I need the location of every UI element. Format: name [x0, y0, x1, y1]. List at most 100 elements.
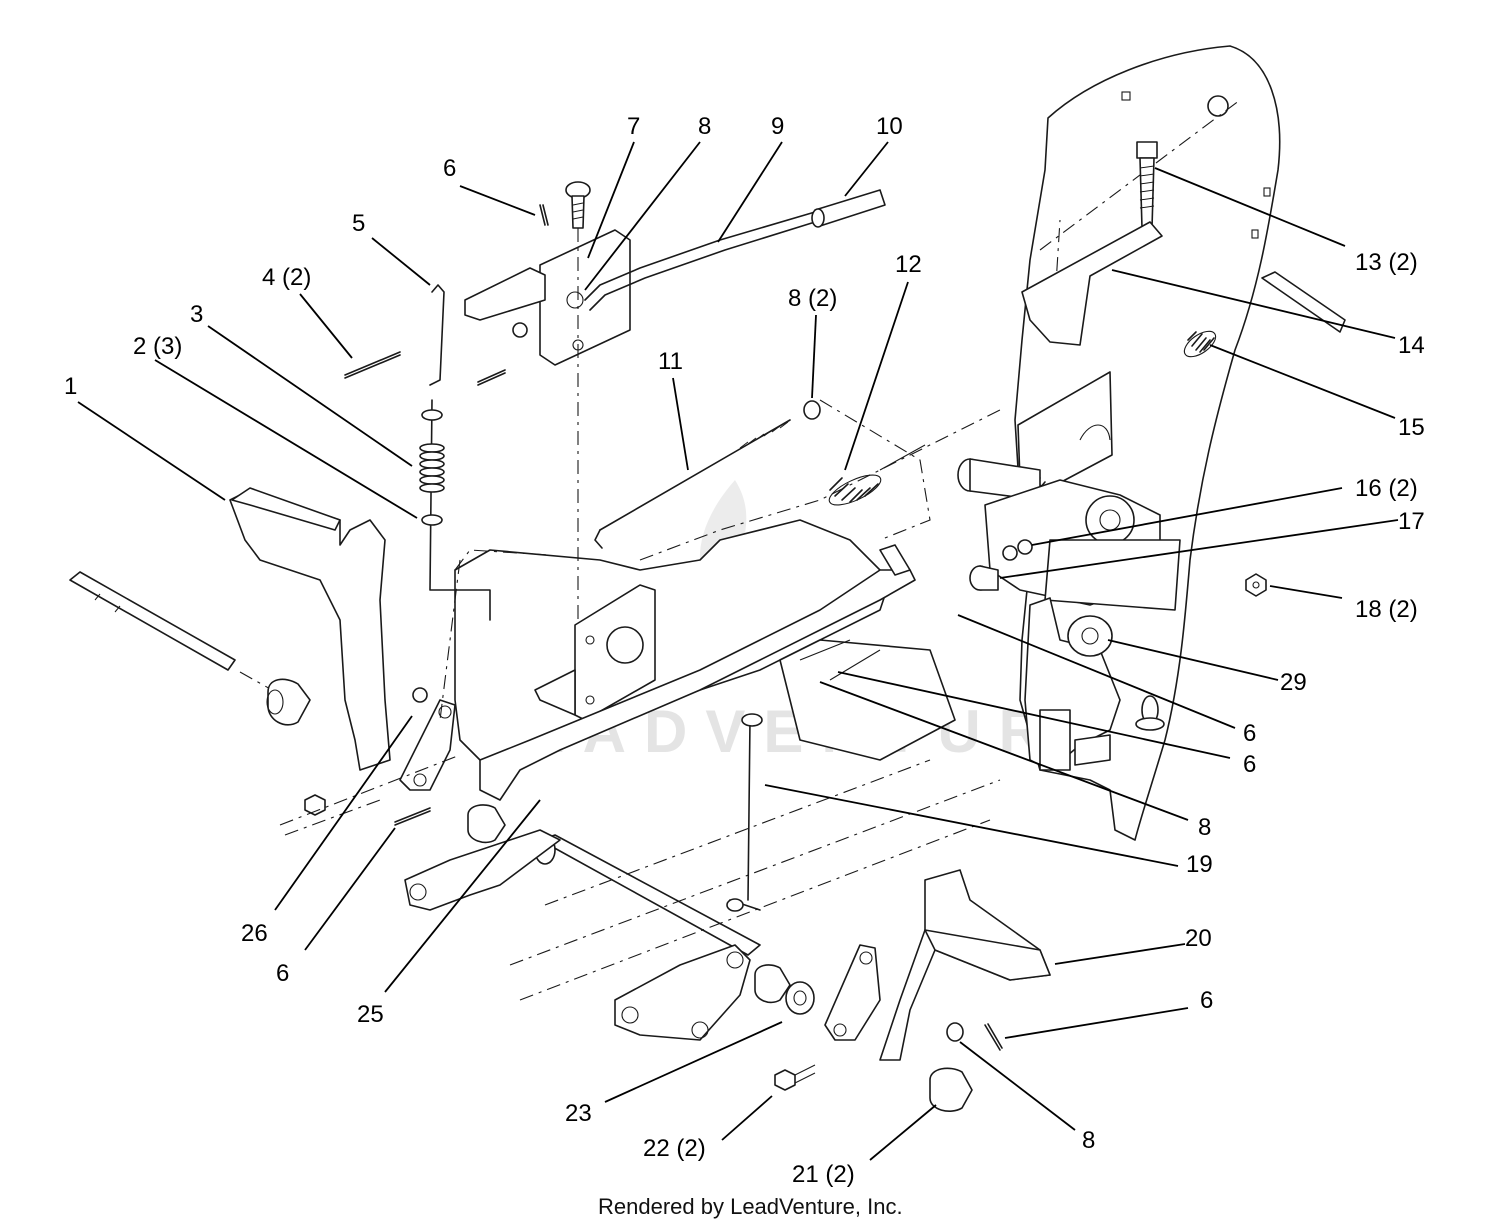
cotter-pin-4: [344, 351, 401, 379]
link-lower: [824, 944, 881, 1041]
callout-6a: 6: [443, 155, 456, 182]
rod-5: [429, 284, 445, 386]
bracket-7-flange: [464, 267, 546, 321]
frame-channel: [534, 669, 576, 716]
bracket-hole: [566, 291, 584, 309]
callout-labels: 1 2 (3) 3 4 (2) 5 6 7 8 9 10 8 (2) 11 12…: [64, 113, 1425, 1188]
cotter-pin-6: [539, 204, 549, 226]
shaft-left: [69, 571, 311, 726]
rod-11-hook: [594, 529, 603, 549]
rod-5-lower: [429, 399, 491, 621]
callout-8d: 8: [1082, 1127, 1095, 1154]
leader-23: [604, 1021, 783, 1103]
screw-top: [565, 181, 591, 229]
cotter-pin-4: [477, 369, 506, 386]
callout-22: 22 (2): [643, 1135, 706, 1162]
leader-6c: [837, 671, 1231, 759]
callout-1: 1: [64, 373, 77, 400]
leader-6b: [957, 614, 1236, 729]
frame-tab: [879, 544, 911, 576]
pin-washer: [1135, 717, 1165, 731]
callout-23: 23: [565, 1100, 592, 1127]
callout-6c: 6: [1243, 751, 1256, 778]
callout-8a: 8: [698, 113, 711, 140]
leader-10: [844, 141, 889, 197]
bushing-25: [467, 804, 506, 844]
callout-3: 3: [190, 301, 203, 328]
leader-25: [384, 799, 541, 993]
spring-15: [1183, 330, 1217, 358]
washer-2: [421, 409, 443, 421]
bracket-14: [1021, 221, 1163, 346]
latch-curve: [1079, 424, 1111, 441]
leader-11: [672, 377, 689, 471]
lower-shaft: [404, 829, 761, 956]
frame-outline: [819, 399, 931, 541]
link-26: [399, 699, 456, 791]
washer: [412, 687, 428, 703]
callout-11: 11: [658, 348, 683, 375]
callout-5: 5: [352, 210, 365, 237]
bracket-washer: [512, 322, 528, 338]
callout-13: 13 (2): [1355, 249, 1418, 276]
leader-2: [154, 359, 418, 519]
rod-11: [599, 419, 791, 531]
rod-11-thread: [739, 421, 789, 449]
pedal-lever-1-foot: [231, 487, 341, 531]
callout-9: 9: [771, 113, 784, 140]
callout-25: 25: [357, 1001, 384, 1028]
callout-6b: 6: [1243, 720, 1256, 747]
washer-8: [803, 400, 821, 420]
pedal-20-foot: [924, 929, 1051, 981]
leader-8d: [959, 1041, 1076, 1131]
callout-19: 19: [1186, 851, 1213, 878]
leader-12: [844, 281, 909, 471]
lever-rod-9: [584, 211, 816, 301]
frame-hole: [1207, 95, 1229, 117]
leader-8c: [819, 681, 1189, 821]
leader-16: [1031, 487, 1343, 546]
mounting-plate-hole: [606, 626, 644, 664]
grip-10: [811, 189, 886, 228]
washer-16: [1002, 545, 1018, 561]
callout-8b: 8 (2): [788, 285, 837, 312]
washer-2: [421, 514, 443, 526]
leader-5: [371, 237, 431, 286]
control-rod: [747, 719, 751, 901]
slot: [829, 649, 881, 681]
centerline: [439, 559, 461, 721]
rod-eye: [741, 713, 763, 727]
right-foot-pedal-upper: [1261, 271, 1346, 333]
leader-lines: [77, 141, 1399, 1161]
lever-rod-9-edge: [589, 221, 816, 311]
washer-16: [1017, 539, 1033, 555]
leader-6d: [1004, 1007, 1189, 1039]
assembly-drawing: [69, 45, 1346, 1112]
bracket-7: [539, 229, 631, 366]
leader-19: [764, 784, 1179, 867]
callout-12: 12: [895, 251, 922, 278]
leader-21: [869, 1104, 937, 1161]
callout-14: 14: [1398, 332, 1425, 359]
bushing-lower: [754, 964, 791, 1004]
callout-4: 4 (2): [262, 264, 311, 291]
leader-4: [299, 293, 353, 359]
washer-23: [785, 981, 815, 1015]
screw-left: [304, 794, 326, 816]
callout-7: 7: [627, 113, 640, 140]
leader-8b: [811, 314, 817, 399]
leader-17: [999, 519, 1399, 579]
leader-9: [717, 141, 783, 243]
credit-text: Rendered by LeadVenture, Inc.: [598, 1194, 903, 1219]
background-frame: [279, 754, 461, 836]
callout-20: 20: [1185, 925, 1212, 952]
spring-3: [419, 443, 445, 493]
bracket-23: [614, 944, 751, 1041]
callout-6e: 6: [276, 960, 289, 987]
leader-8a: [584, 141, 701, 291]
leader-7: [587, 141, 635, 259]
pedal-lever-1: [229, 489, 391, 771]
callout-6d: 6: [1200, 987, 1213, 1014]
background-frame: [509, 759, 1001, 1001]
